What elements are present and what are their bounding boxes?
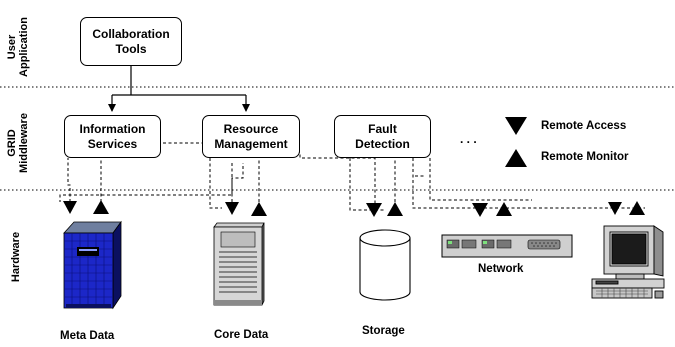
remote-access-marker-core-data bbox=[225, 202, 239, 215]
tier-label-user-application: User Application bbox=[6, 17, 30, 77]
resource-management-box: Resource Management bbox=[202, 115, 300, 158]
storage-cylinder-icon bbox=[359, 229, 411, 301]
dashed-links bbox=[59, 142, 645, 211]
remote-monitor-marker-storage bbox=[387, 202, 403, 216]
network-label: Network bbox=[478, 263, 524, 275]
core-data-server-icon bbox=[213, 222, 265, 306]
meta-data-label: Meta Data bbox=[60, 330, 115, 342]
remote-monitor-marker-workstation bbox=[629, 201, 645, 215]
access-markers bbox=[63, 200, 645, 217]
network-switch-icon bbox=[441, 234, 573, 258]
legend-remote-monitor-label: Remote Monitor bbox=[541, 151, 629, 163]
remote-access-marker-meta-data bbox=[63, 201, 77, 214]
storage-label: Storage bbox=[362, 325, 405, 337]
remote-access-marker-storage bbox=[366, 203, 382, 217]
core-data-label: Core Data bbox=[214, 329, 269, 341]
remote-monitor-marker-core-data bbox=[251, 202, 267, 216]
remote-access-marker-workstation bbox=[608, 202, 622, 215]
remote-access-marker-network bbox=[472, 203, 488, 217]
fault-detection-box: Fault Detection bbox=[334, 115, 431, 158]
tree-connector bbox=[108, 66, 250, 112]
collaboration-tools-box: Collaboration Tools bbox=[80, 17, 182, 66]
meta-data-server-icon bbox=[63, 220, 122, 310]
information-services-box: Information Services bbox=[64, 115, 161, 158]
more-components-ellipsis: . . . bbox=[460, 132, 477, 146]
legend-remote-access-label: Remote Access bbox=[541, 120, 627, 132]
tier-label-hardware: Hardware bbox=[10, 231, 22, 283]
tier-label-grid-middleware: GRID Middleware bbox=[6, 113, 30, 173]
legend-remote-monitor-symbol bbox=[505, 149, 527, 167]
remote-monitor-marker-meta-data bbox=[93, 200, 109, 214]
legend-remote-access-symbol bbox=[505, 117, 527, 135]
remote-monitor-marker-network bbox=[496, 202, 512, 216]
workstation-icon bbox=[591, 225, 665, 299]
